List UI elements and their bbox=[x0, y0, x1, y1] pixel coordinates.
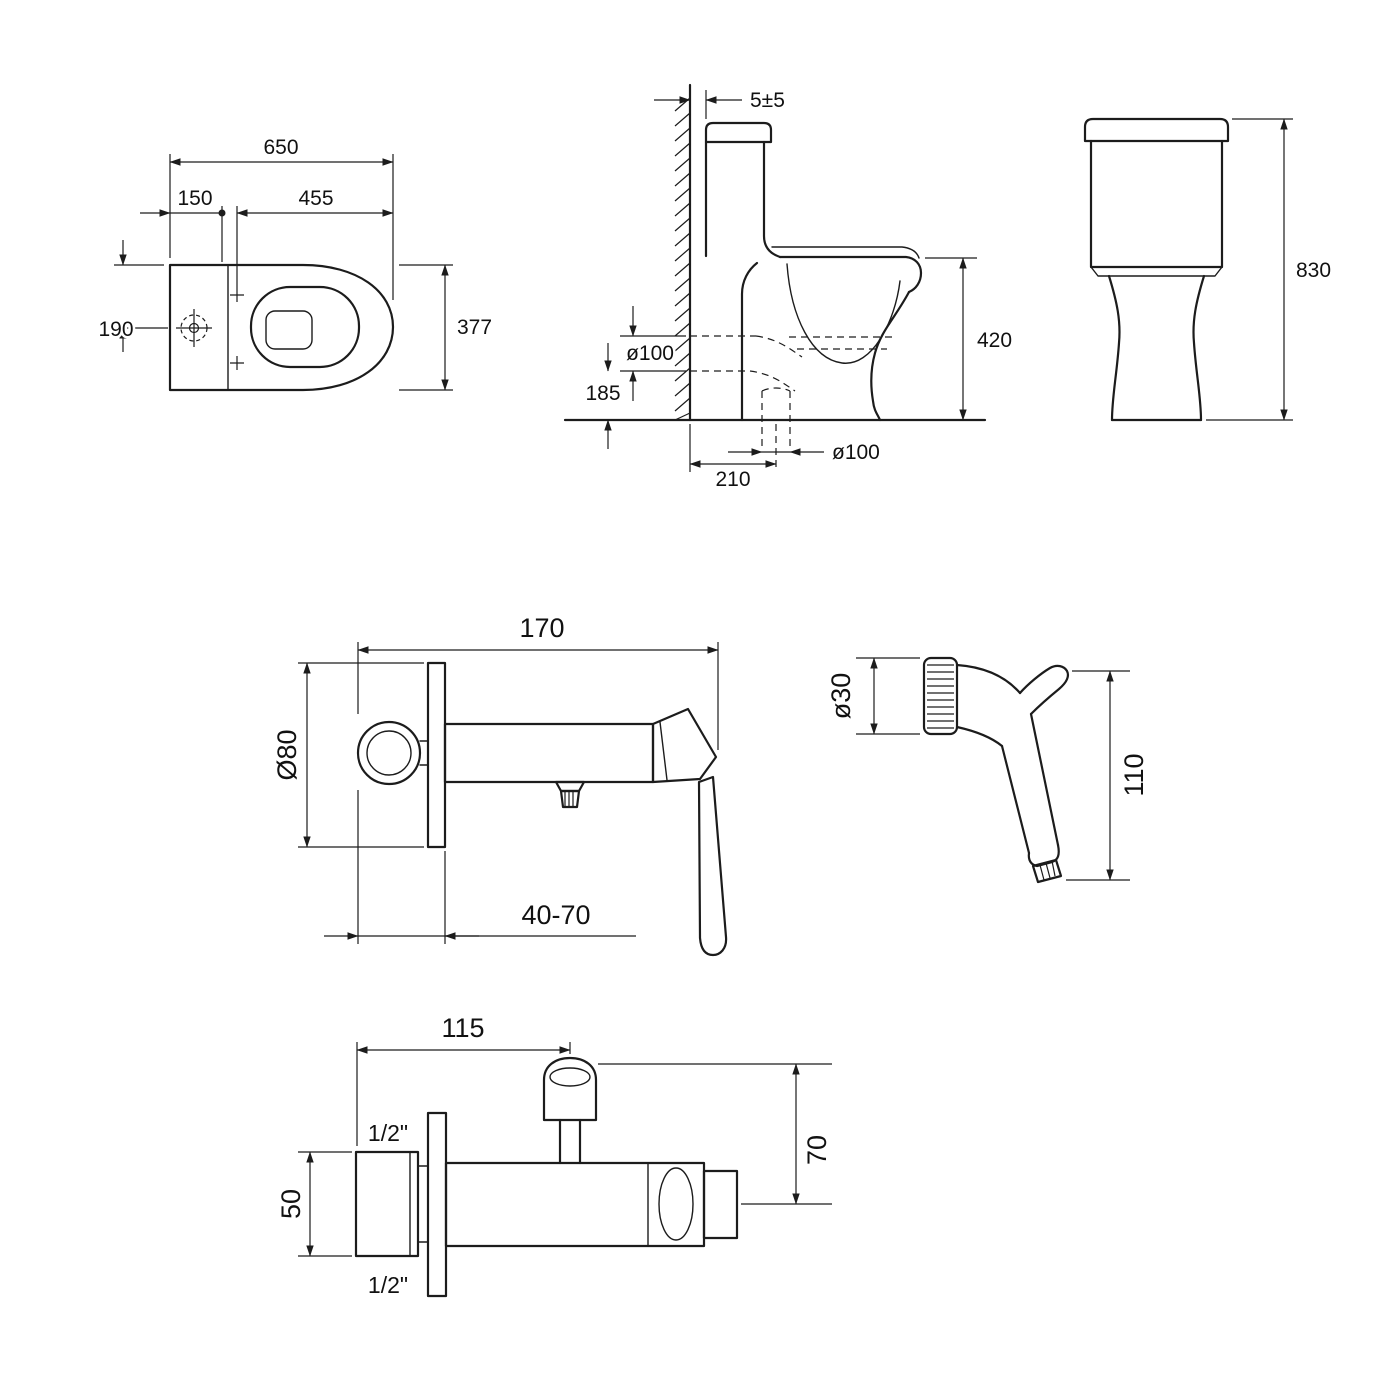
dim-outlet-height-label: 185 bbox=[585, 382, 620, 405]
dim-wall-gap: 5±5 bbox=[654, 87, 787, 119]
dim-body-dia-label: 50 bbox=[276, 1189, 306, 1219]
dim-head-dia: ø30 bbox=[824, 657, 920, 735]
dim-floor-outlet-dia-label: ø100 bbox=[832, 441, 880, 464]
dim-floor-outlet-dia: ø100 bbox=[728, 439, 882, 467]
dim-sprayer-length-label: 110 bbox=[1119, 753, 1149, 796]
pedestal-front-outline bbox=[1107, 274, 1206, 422]
dim-escutcheon-dia: Ø80 bbox=[270, 662, 424, 848]
dim-head-dia-label: ø30 bbox=[826, 673, 856, 720]
toilet-top-view: 650 150 455 377 190 bbox=[96, 134, 495, 392]
dim-overall-width-label: 377 bbox=[457, 316, 492, 339]
dim-dot bbox=[218, 209, 226, 217]
dim-body-dia: 50 bbox=[274, 1151, 352, 1257]
cistern-side-outline bbox=[704, 121, 782, 259]
sprayer-handle-outline bbox=[1000, 712, 1063, 884]
dim-wall-depth-range: 40-70 bbox=[324, 790, 636, 944]
dim-holder-offset-label: 115 bbox=[441, 1013, 484, 1043]
dim-holder-height-label: 70 bbox=[802, 1135, 832, 1165]
dim-outlet-dia-label: ø100 bbox=[626, 342, 674, 365]
dim-overall-height: 830 bbox=[1206, 118, 1334, 421]
dim-body-length-label: 170 bbox=[519, 613, 564, 643]
dim-seat-length: 455 bbox=[236, 185, 394, 288]
cistern-front-outline bbox=[1083, 117, 1230, 277]
sprayer-nozzle-face bbox=[922, 656, 959, 736]
dim-escutcheon-dia-label: Ø80 bbox=[272, 729, 302, 780]
bowl-side-outline bbox=[740, 246, 923, 422]
inlet-connection-outline bbox=[354, 1150, 429, 1258]
dim-outlet-height: 185 bbox=[583, 343, 623, 449]
hose-outlet-nipple bbox=[554, 780, 586, 809]
mixer-body-front-outline bbox=[444, 1161, 739, 1248]
sprayer-holder-outline bbox=[542, 1056, 598, 1165]
toilet-top-outline bbox=[168, 263, 395, 392]
dim-bowl-height-label: 420 bbox=[977, 329, 1012, 352]
dim-overall-length: 650 bbox=[169, 134, 394, 300]
dim-overall-width: 377 bbox=[399, 264, 495, 391]
dim-holder-height: 70 bbox=[598, 1063, 835, 1205]
mixer-head-outline bbox=[651, 707, 718, 784]
dim-seat-length-label: 455 bbox=[298, 187, 333, 210]
seat-opening-outline bbox=[249, 285, 361, 369]
nozzle-knurl-lines bbox=[927, 664, 954, 729]
dim-wall-gap-label: 5±5 bbox=[750, 89, 785, 112]
dim-outlet-setout: 210 bbox=[689, 424, 777, 494]
fixing-hole-marks bbox=[230, 288, 244, 370]
dim-sprayer-length: 110 bbox=[1066, 670, 1152, 881]
dim-overall-length-label: 650 bbox=[263, 136, 298, 159]
wall-hatching bbox=[674, 97, 691, 421]
drain-crosshair-symbol bbox=[176, 309, 212, 347]
inlet-thread-bottom-label: 1/2" bbox=[368, 1272, 408, 1298]
toilet-front-view: 830 bbox=[1083, 117, 1334, 422]
dim-drain-offset-label: 190 bbox=[98, 318, 133, 341]
trapway-hidden-lines bbox=[690, 335, 803, 446]
hand-sprayer-view: ø30 110 bbox=[824, 656, 1152, 884]
dim-body-length: 170 bbox=[357, 611, 719, 750]
inlet-thread-top-label: 1/2" bbox=[368, 1120, 408, 1146]
water-level-lines bbox=[789, 336, 897, 350]
escutcheon-nut-outline bbox=[356, 720, 429, 786]
dim-rear-offset: 150 bbox=[140, 185, 226, 262]
sprayer-head-outline bbox=[955, 663, 1070, 748]
dim-outlet-dia: ø100 bbox=[620, 306, 686, 401]
toilet-side-view: 5±5 ø100 185 420 ø100 bbox=[563, 83, 1015, 494]
dim-holder-offset: 115 bbox=[356, 1011, 571, 1146]
water-spot-outline bbox=[265, 310, 313, 350]
dim-bowl-height: 420 bbox=[925, 257, 1015, 421]
bidet-mixer-front-view: 115 1/2" 1/2" 50 70 bbox=[274, 1011, 835, 1301]
dim-wall-depth-range-label: 40-70 bbox=[521, 900, 590, 930]
dim-drain-offset: 190 bbox=[96, 240, 168, 352]
dim-outlet-setout-label: 210 bbox=[715, 468, 750, 491]
bidet-mixer-side-view: 170 Ø80 40-70 bbox=[270, 611, 728, 957]
dim-overall-height-label: 830 bbox=[1296, 259, 1331, 282]
dim-rear-offset-label: 150 bbox=[177, 187, 212, 210]
mixer-lever-handle bbox=[697, 775, 728, 957]
